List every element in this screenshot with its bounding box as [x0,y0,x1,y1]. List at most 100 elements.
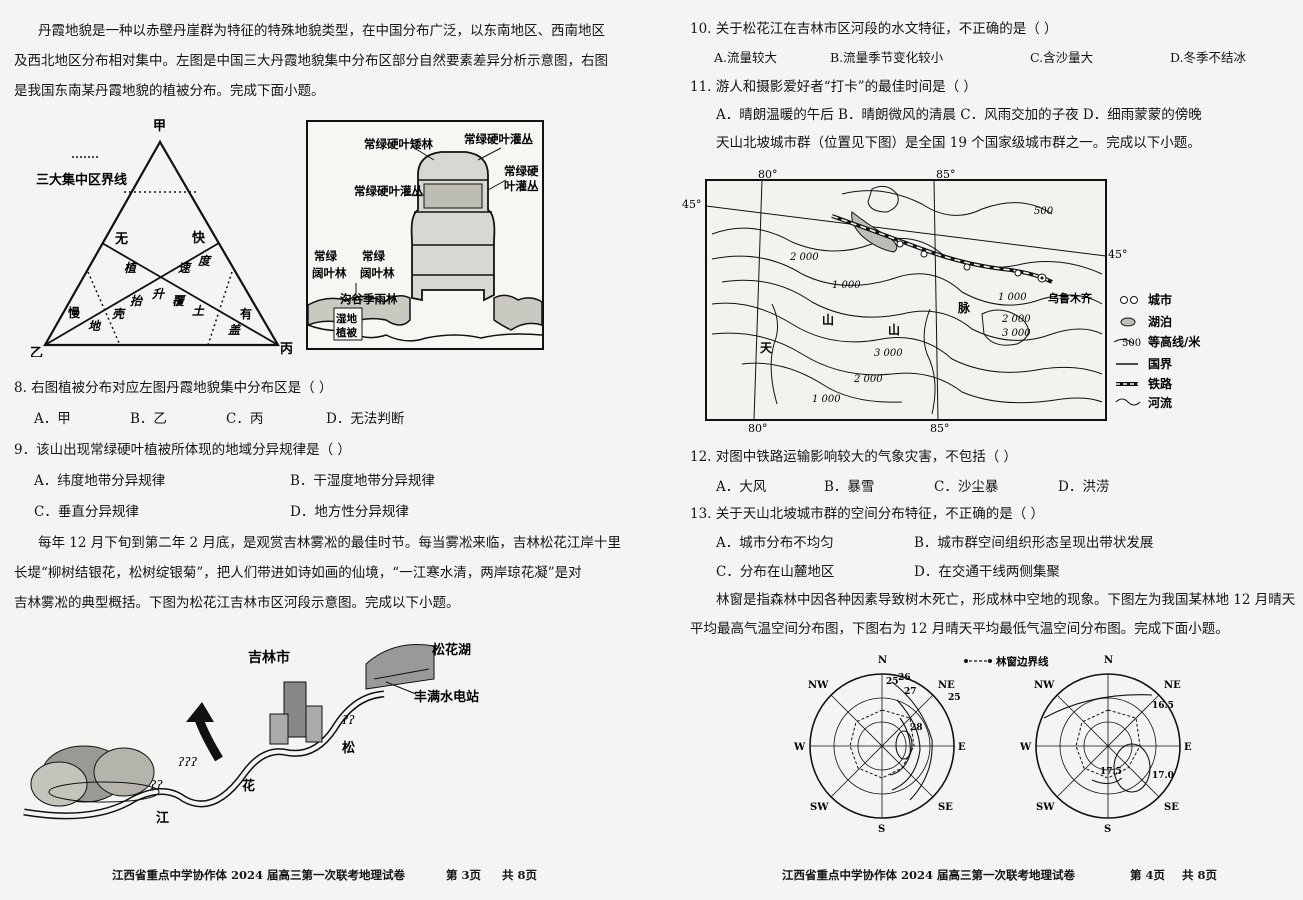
rime-forest-2 [93,747,155,797]
dir-sw-left: SW [810,802,829,813]
forest-gap-temperature-charts: 林窗边界线 N NE E SE S SW W NW 25 26 27 [793,655,1192,835]
contour-2000a [711,255,1103,306]
footer-title-right: 江西省重点中学协作体 2024 届高三第一次联考地理试卷 [782,868,1076,882]
char-sheng: 升 [151,287,166,301]
contour-1000b [711,332,1103,404]
intro-line-2: 及西北地区分布相对集中。左图是中国三大丹霞地貌集中分布区部分自然要素差异分析示意… [14,53,608,69]
leader-4 [487,179,507,191]
legend-gap-dot-2 [988,659,992,663]
legend-gap-label: 林窗边界线 [996,655,1049,668]
val-16-5: 16.5 [1152,701,1174,711]
range-char-tian: 天 [760,341,773,355]
dir-s-right: S [1104,824,1111,835]
mist-mark-1: ʔʔ [150,778,163,792]
city-dot-4 [1014,269,1022,277]
axis-ne-sw-r [1056,694,1160,798]
tianshan-map: 80° 85° 80° 85° 45° 45° 500 2 000 1 000 … [682,168,1201,435]
dir-s-left: S [878,824,885,835]
rime-line-3: 吉林雾凇的典型概括。下图为松花江吉林市区河段示意图。完成以下小题。 [14,595,460,611]
label-wetland-1: 湿地 [336,312,357,325]
range-char-shan1: 山 [822,312,834,327]
fog-arrow-head [186,702,214,722]
apex-right-label: 丙 [280,342,293,357]
q9-option-c: C．垂直分异规律 [34,504,139,520]
dir-w-right: W [1019,742,1032,753]
q9-option-a: A．纬度地带分异规律 [34,473,166,489]
q10-option-c: C.含沙量大 [1030,50,1094,65]
axis-ne-sw [830,694,934,798]
lat-45-right: 45° [1108,248,1128,261]
city-label: 吉林市 [248,649,290,666]
contour-label-3000b: 3 000 [874,348,903,359]
label-right-1: 常绿硬 [504,164,539,178]
label-sclerophyll-shrub-top: 常绿硬叶灌丛 [464,132,533,146]
dir-n-left: N [878,655,887,666]
footer-total-right: 共 8页 [1182,868,1218,882]
contour-closed [867,185,899,213]
footer-page-left: 第 3页 [446,868,482,882]
lon-85-bottom: 85° [930,422,950,435]
dir-n-right: N [1104,655,1113,666]
q12-option-d: D．洪涝 [1058,479,1110,495]
forest-base [48,781,160,803]
legend-contour-icon [1113,338,1135,345]
leader-2 [477,147,502,161]
river-inner [23,692,385,818]
q10-stem: 10. 关于松花江在吉林市区河段的水文特征，不正确的是（ ） [690,21,1058,37]
river-2 [923,308,936,415]
dir-nw-left: NW [808,680,829,691]
char-qiao: 壳 [111,307,126,321]
gap-boundary-right [1075,709,1141,779]
urumqi-dot-center [1040,276,1044,280]
label-valley-monsoon-forest: 沟谷季雨林 [340,292,398,306]
q10-option-d: D.冬季不结冰 [1170,50,1247,65]
label-broadleaf-2a: 常绿 [362,249,385,263]
char-gai: 盖 [228,323,242,337]
meridian-85 [933,179,939,421]
q9-option-b: B．干湿度地带分异规律 [290,473,435,489]
exam-page-3: 丹霞地貌是一种以赤壁丹崖群为特征的特殊地貌类型，在中国分布广泛，以东南地区、西南… [0,0,651,900]
dir-e-left: E [958,742,966,753]
isotherm-27 [889,717,911,776]
contour-1000a [711,227,1103,275]
rime-line-2: 长堤“柳树结银花，松树绽银菊”，把人们带进如诗如画的仙境，“一江寒水清，两岸琼花… [14,565,582,581]
cliff-band [423,183,483,209]
legend-lake-icon [1120,317,1136,327]
contour-label-2000c: 2 000 [853,374,883,385]
dir-e-right: E [1184,742,1192,753]
legend-gap-dot-1 [964,659,968,663]
val-25-left: 25 [886,677,899,687]
mist-mark-2: ʔʔʔ [178,755,198,769]
dir-sw-right: SW [1036,802,1055,813]
dir-ne-right: NE [1164,680,1181,691]
contour-label-500: 500 [1034,206,1054,217]
contour-label-3000a: 3 000 [1002,328,1031,339]
q10-option-b: B.流量季节变化较小 [830,50,944,65]
danxia-triangle-diagram: 三大集中区界线 甲 乙 丙 无 快 植 速 度 慢 地 壳 抬 升 覆 土 有 … [30,119,293,357]
label-right-2: 叶灌丛 [504,179,539,193]
q9-stem: 9．该山出现常绿硬叶植被所体现的地域分异规律是（ ） [14,442,351,458]
contour-500a [841,190,1053,216]
intro-line-3: 是我国东南某丹霞地貌的植被分布。完成下面小题。 [14,83,325,99]
city-dot-3 [963,263,971,271]
label-sclerophyll-low-forest: 常绿硬叶矮林 [364,137,433,151]
city-dot-2 [920,250,928,258]
contour-label-2000b: 2 000 [1001,314,1031,325]
footer-page-right: 第 4页 [1130,868,1166,882]
lon-80-top: 80° [758,168,778,181]
char-kuai: 快 [192,230,206,246]
lon-85-top: 85° [936,168,956,181]
bisector-left [44,242,220,346]
dir-nw-right: NW [1034,680,1055,691]
footer-total-left: 共 8页 [502,868,538,882]
q10-option-a: A.流量较大 [714,50,778,65]
dir-w-left: W [793,742,806,753]
q11-options: A．晴朗温暖的午后 B．晴朗微风的清晨 C．风雨交加的子夜 D．细雨蒙蒙的傍晚 [716,107,1202,123]
q11-stem: 11. 游人和摄影爱好者“打卡”的最佳时间是（ ） [690,79,977,95]
wetland-box [333,307,363,341]
q8-option-b: B．乙 [130,411,167,427]
range-char-mai: 脉 [957,300,971,315]
river-char-song: 松 [342,740,355,756]
lon-80-bottom: 80° [748,422,768,435]
q8-option-a: A．甲 [34,411,71,427]
